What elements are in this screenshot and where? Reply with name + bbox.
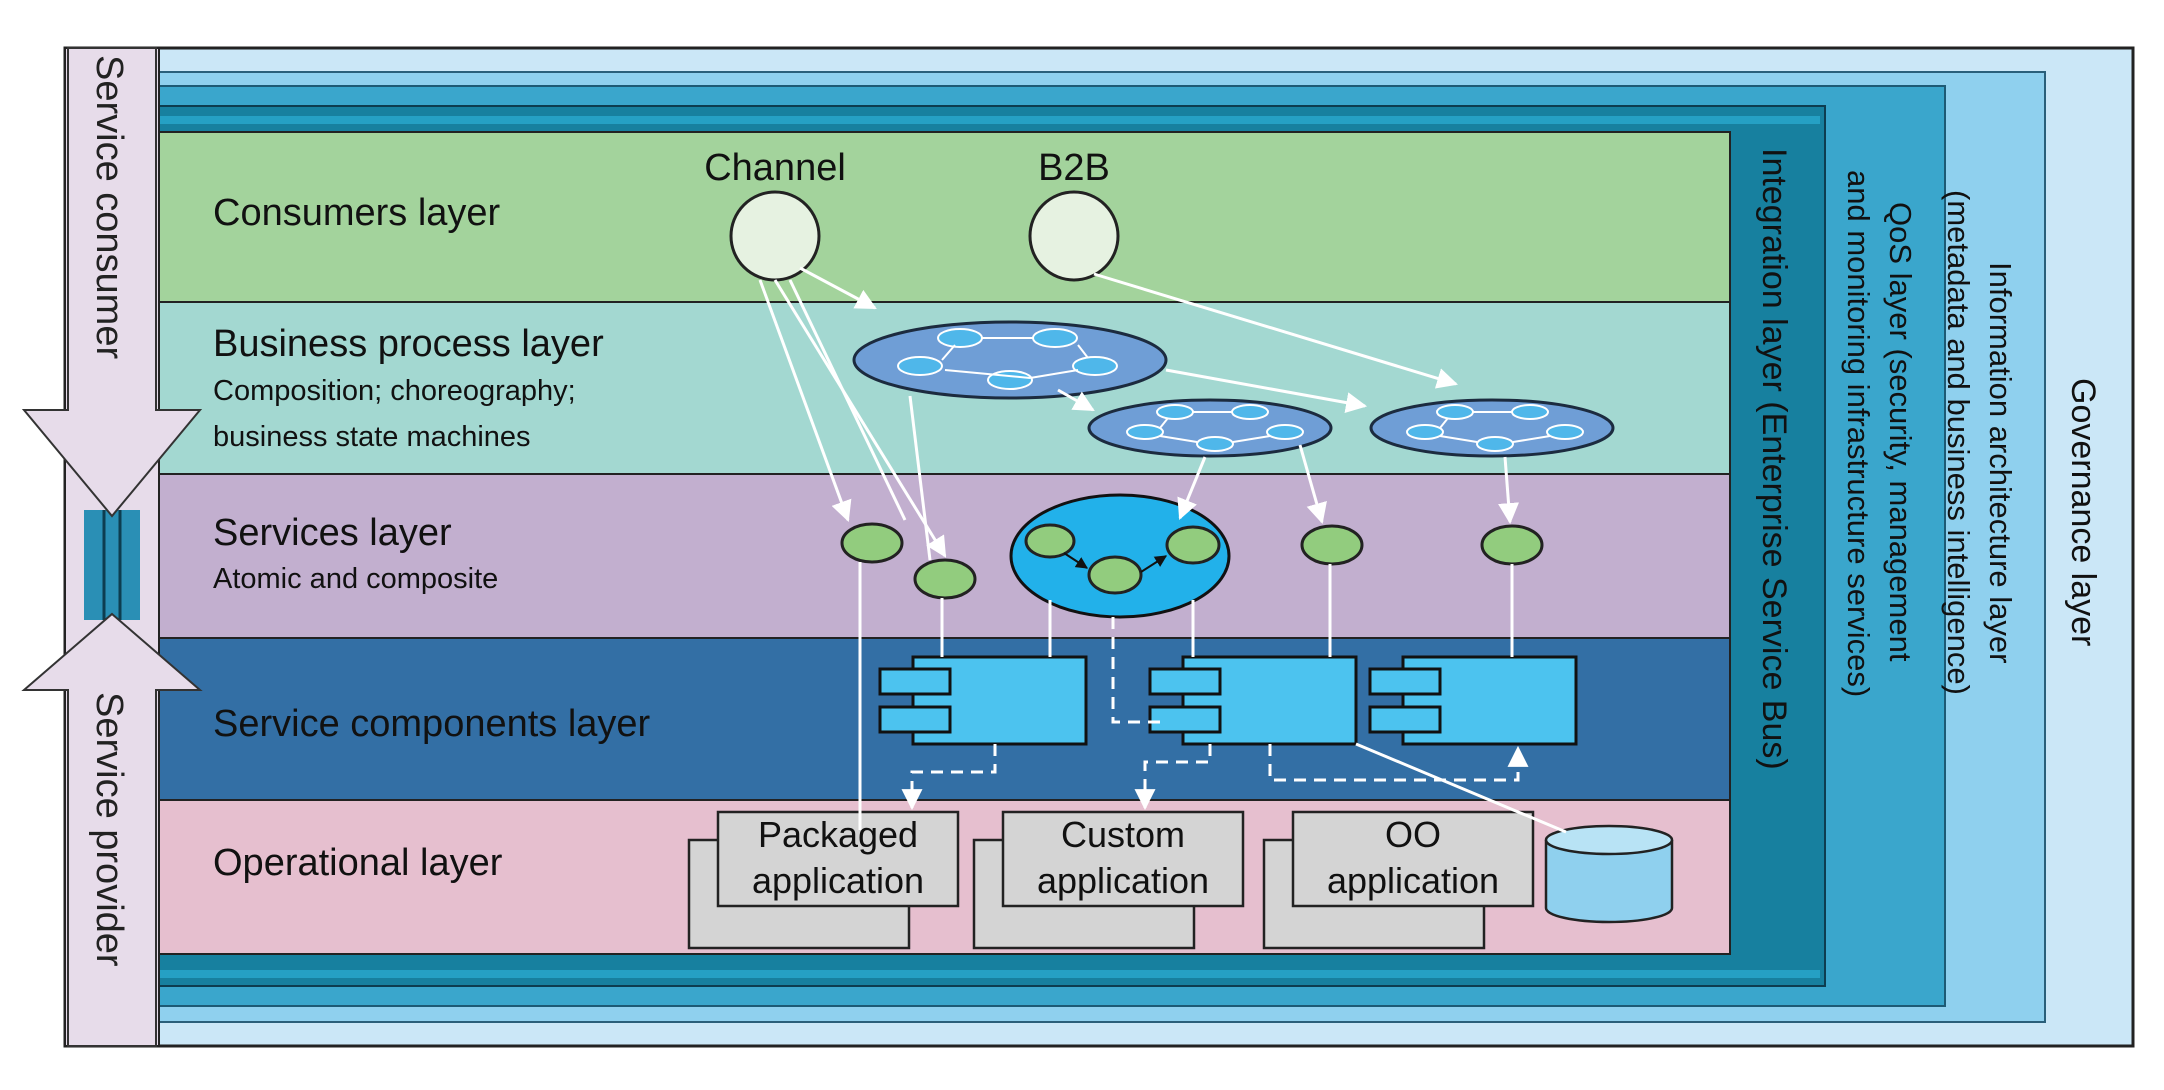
service-component-1: [878, 655, 1088, 746]
channel-consumer-circle: [729, 190, 821, 282]
qos-layer-label-line1: QoS layer (security, management: [1883, 202, 1918, 662]
oo-application-box: OO application: [1262, 810, 1535, 950]
service-consumer-arrow: [21, 47, 203, 518]
business-process-ellipse-right: [1369, 398, 1615, 458]
packaged-application-box: Packaged application: [687, 810, 960, 950]
atomic-service-1: [840, 522, 904, 564]
consumers-layer-title: Consumers layer: [213, 192, 501, 234]
business-process-ellipse-main: [852, 320, 1168, 400]
governance-layer-label: Governance layer: [2064, 378, 2102, 646]
custom-application-line1: Custom: [1061, 814, 1185, 855]
channel-label: Channel: [704, 147, 846, 189]
information-architecture-layer-label-line2: (metadata and business intelligence): [1941, 190, 1976, 695]
atomic-service-3: [1300, 524, 1364, 566]
information-architecture-layer-label-line1: Information architecture layer: [1983, 262, 2018, 663]
service-components-layer-title: Service components layer: [213, 703, 651, 745]
composite-service-ellipse: [1009, 493, 1231, 619]
service-component-3: [1368, 655, 1578, 746]
qos-layer-label-line2: and monitoring infrastructure services): [1841, 170, 1876, 697]
services-layer-subtitle: Atomic and composite: [213, 563, 498, 595]
packaged-application-line2: application: [752, 860, 924, 901]
service-provider-label: Service provider: [88, 692, 130, 967]
custom-application-box: Custom application: [972, 810, 1245, 950]
custom-application-line2: application: [1037, 860, 1209, 901]
packaged-application-line1: Packaged: [758, 814, 918, 855]
business-process-ellipse-middle: [1087, 398, 1333, 458]
b2b-consumer-circle: [1028, 190, 1120, 282]
integration-layer-label: Integration layer (Enterprise Service Bu…: [1755, 148, 1793, 770]
service-consumer-label: Service consumer: [88, 55, 130, 359]
operational-layer-title: Operational layer: [213, 842, 503, 884]
business-process-layer-title: Business process layer: [213, 323, 604, 365]
atomic-service-4: [1480, 524, 1544, 566]
b2b-label: B2B: [1038, 147, 1110, 189]
integration-band-bottom: [100, 970, 1820, 978]
database-cylinder-icon: [1544, 824, 1674, 924]
business-process-layer-line1: Composition; choreography;: [213, 375, 576, 407]
oo-application-line1: OO: [1385, 814, 1441, 855]
side-column-gap: [84, 510, 140, 620]
consumers-layer-band: [157, 131, 1731, 303]
connectors: [758, 266, 1567, 834]
oo-application-line2: application: [1327, 860, 1499, 901]
dashed-connectors: [901, 617, 1529, 811]
business-process-layer-line2: business state machines: [213, 421, 531, 453]
services-layer-title: Services layer: [213, 512, 452, 554]
integration-band-top: [100, 116, 1820, 124]
service-component-2: [1148, 655, 1358, 746]
service-provider-arrow: [21, 612, 203, 1047]
atomic-service-2: [913, 558, 977, 600]
